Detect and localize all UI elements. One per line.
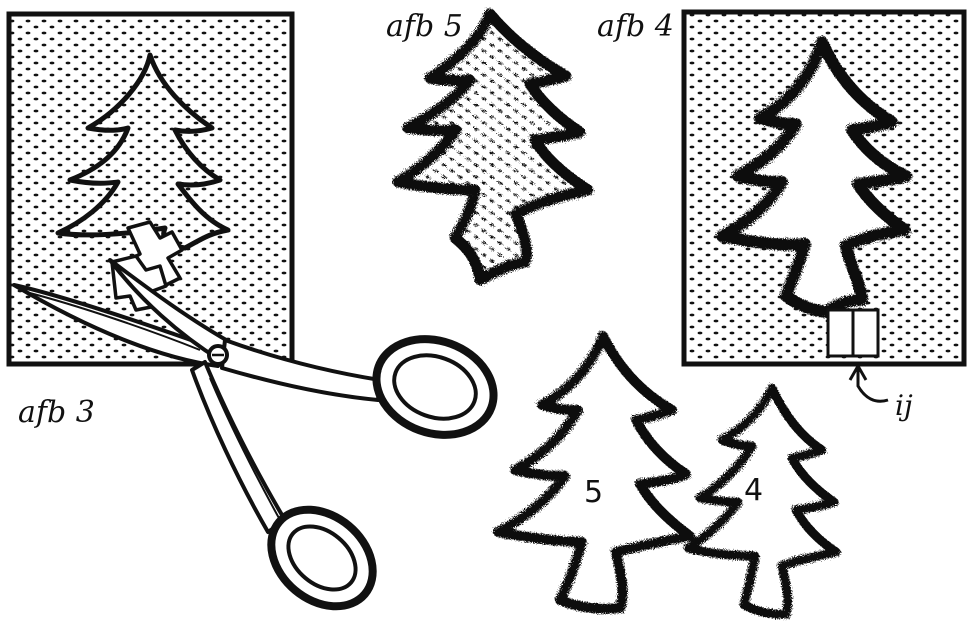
fig3-sheet xyxy=(9,14,292,364)
tree-5 xyxy=(498,336,690,609)
fig4-sheet xyxy=(684,12,964,364)
fig3-label: afb 3 xyxy=(18,398,95,428)
tree-4-number: 4 xyxy=(744,473,763,508)
fig4-label: afb 4 xyxy=(597,12,674,42)
ij-label: ij xyxy=(895,392,913,420)
fig5-label: afb 5 xyxy=(386,12,463,42)
tree-5-number: 5 xyxy=(584,475,603,510)
fig5-tree xyxy=(398,14,588,280)
ij-arrow xyxy=(850,366,888,401)
